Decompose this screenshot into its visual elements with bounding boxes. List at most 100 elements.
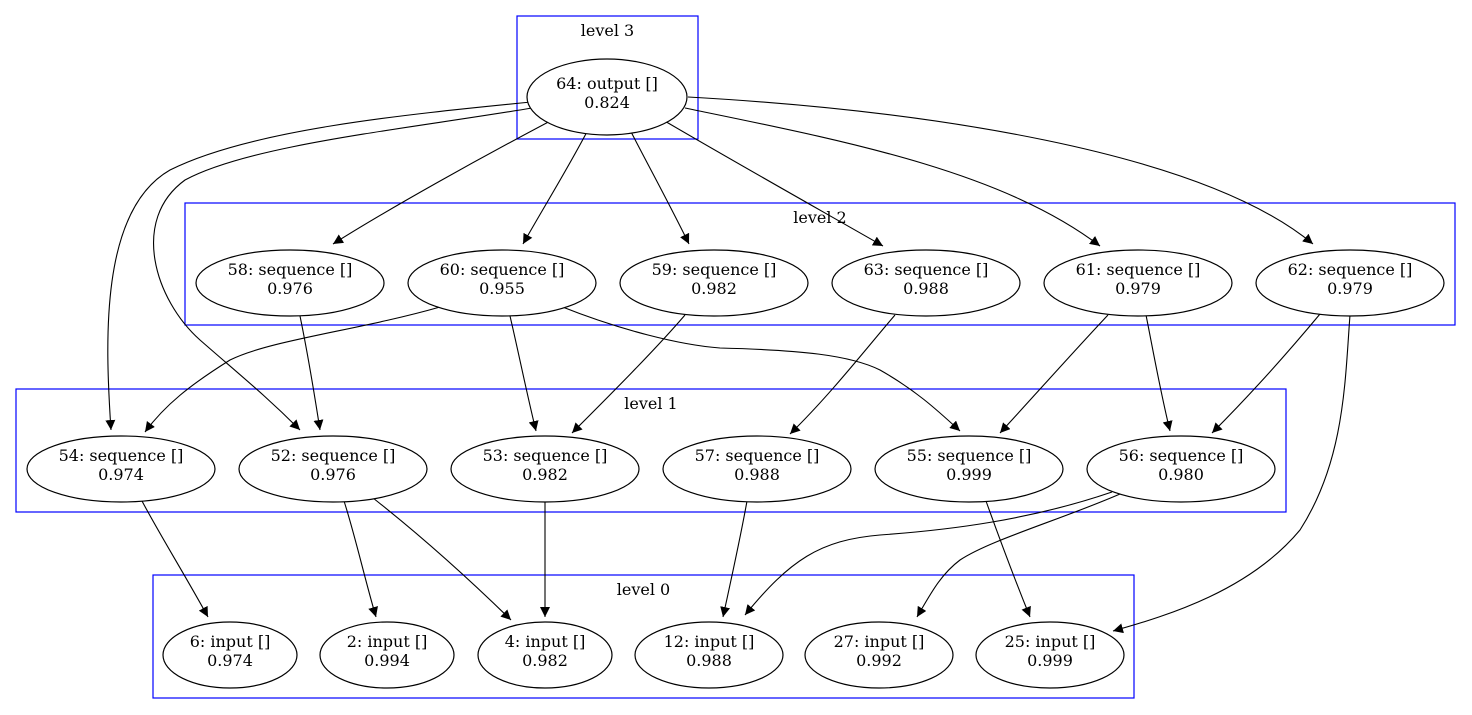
node-value: 0.976 — [267, 279, 313, 298]
cluster-label: level 2 — [793, 208, 846, 227]
node-64[interactable]: 64: output [] 0.824 — [526, 58, 688, 136]
edge-55-25 — [985, 500, 1031, 618]
edge-57-12 — [720, 500, 748, 618]
edge-56-12 — [744, 491, 1113, 616]
edge-61-55 — [999, 314, 1109, 434]
node-60[interactable]: 60: sequence [] 0.955 — [407, 249, 597, 317]
edge-59-53 — [571, 314, 686, 434]
node-value: 0.980 — [1158, 465, 1204, 484]
node-shape — [1255, 249, 1445, 317]
cluster-box — [15, 388, 1287, 513]
node-52[interactable]: 52: sequence [] 0.976 — [238, 435, 428, 503]
node-value: 0.988 — [903, 279, 949, 298]
node-53[interactable]: 53: sequence [] 0.982 — [450, 435, 640, 503]
node-63[interactable]: 63: sequence [] 0.988 — [831, 249, 1021, 317]
node-label: 55: sequence [] — [907, 446, 1032, 465]
edge-61-56 — [1145, 314, 1173, 432]
node-value: 0.988 — [734, 465, 780, 484]
node-shape — [450, 435, 640, 503]
node-shape — [662, 435, 852, 503]
cluster-box — [516, 15, 699, 140]
node-shape — [162, 621, 298, 689]
node-value: 0.824 — [584, 93, 630, 112]
node-label: 25: input [] — [1005, 632, 1096, 651]
node-shape — [1043, 249, 1233, 317]
edge-64-61 — [684, 107, 1101, 247]
node-value: 0.982 — [691, 279, 737, 298]
edge-54-6 — [141, 500, 209, 618]
edge-60-53 — [509, 315, 539, 432]
node-54[interactable]: 54: sequence [] 0.974 — [26, 435, 216, 503]
edge-64-59 — [627, 125, 690, 245]
node-value: 0.979 — [1115, 279, 1161, 298]
cluster-level-2: level 2 — [184, 202, 1456, 326]
edge-64-54 — [105, 101, 532, 431]
node-shape — [26, 435, 216, 503]
node-4[interactable]: 4: input [] 0.982 — [477, 621, 613, 689]
edge-56-27 — [916, 493, 1121, 618]
node-label: 54: sequence [] — [59, 446, 184, 465]
node-57[interactable]: 57: sequence [] 0.988 — [662, 435, 852, 503]
cluster-level-1: level 1 — [15, 388, 1287, 513]
node-label: 27: input [] — [834, 632, 925, 651]
node-shape — [407, 249, 597, 317]
cluster-label: level 1 — [624, 394, 677, 413]
node-6[interactable]: 6: input [] 0.974 — [162, 621, 298, 689]
node-shape — [477, 621, 613, 689]
node-59[interactable]: 59: sequence [] 0.982 — [619, 249, 809, 317]
node-shape — [195, 249, 385, 317]
node-shape — [1086, 435, 1276, 503]
edge-63-57 — [789, 314, 896, 435]
node-shape — [634, 621, 784, 689]
node-label: 2: input [] — [347, 632, 428, 651]
node-label: 62: sequence [] — [1288, 260, 1413, 279]
node-label: 4: input [] — [505, 632, 586, 651]
node-shape — [831, 249, 1021, 317]
node-label: 6: input [] — [190, 632, 271, 651]
node-label: 61: sequence [] — [1076, 260, 1201, 279]
edge-60-54 — [144, 306, 441, 433]
cluster-label: level 3 — [581, 21, 634, 40]
node-shape — [238, 435, 428, 503]
node-58[interactable]: 58: sequence [] 0.976 — [195, 249, 385, 317]
node-56[interactable]: 56: sequence [] 0.980 — [1086, 435, 1276, 503]
node-label: 60: sequence [] — [440, 260, 565, 279]
edge-58-52 — [299, 315, 324, 431]
node-25[interactable]: 25: input [] 0.999 — [975, 621, 1125, 689]
node-label: 53: sequence [] — [483, 446, 608, 465]
node-shape — [619, 249, 809, 317]
node-value: 0.979 — [1327, 279, 1373, 298]
cluster-box — [184, 202, 1456, 326]
node-value: 0.992 — [856, 651, 902, 670]
edge-52-2 — [343, 500, 378, 618]
node-label: 58: sequence [] — [228, 260, 353, 279]
node-12[interactable]: 12: input [] 0.988 — [634, 621, 784, 689]
edge-60-55 — [559, 305, 961, 432]
node-shape — [804, 621, 954, 689]
cluster-level-3: level 3 — [516, 15, 699, 140]
node-label: 57: sequence [] — [695, 446, 820, 465]
node-shape — [319, 621, 455, 689]
node-shape — [526, 58, 688, 136]
node-value: 0.988 — [686, 651, 732, 670]
node-62[interactable]: 62: sequence [] 0.979 — [1255, 249, 1445, 317]
edge-64-58 — [332, 117, 557, 245]
cluster-label: level 0 — [617, 580, 670, 599]
nodes: 64: output [] 0.824 58: sequence [] 0.97… — [26, 58, 1445, 689]
node-61[interactable]: 61: sequence [] 0.979 — [1043, 249, 1233, 317]
node-value: 0.955 — [479, 279, 525, 298]
node-27[interactable]: 27: input [] 0.992 — [804, 621, 954, 689]
node-value: 0.999 — [946, 465, 992, 484]
node-55[interactable]: 55: sequence [] 0.999 — [874, 435, 1064, 503]
node-2[interactable]: 2: input [] 0.994 — [319, 621, 455, 689]
node-shape — [975, 621, 1125, 689]
edge-64-62 — [687, 96, 1314, 245]
edge-64-60 — [522, 125, 591, 245]
node-label: 12: input [] — [664, 632, 755, 651]
node-value: 0.974 — [98, 465, 144, 484]
cluster-box — [152, 574, 1135, 699]
edge-52-4 — [372, 497, 512, 621]
cluster-level-0: level 0 — [152, 574, 1135, 699]
node-label: 56: sequence [] — [1119, 446, 1244, 465]
